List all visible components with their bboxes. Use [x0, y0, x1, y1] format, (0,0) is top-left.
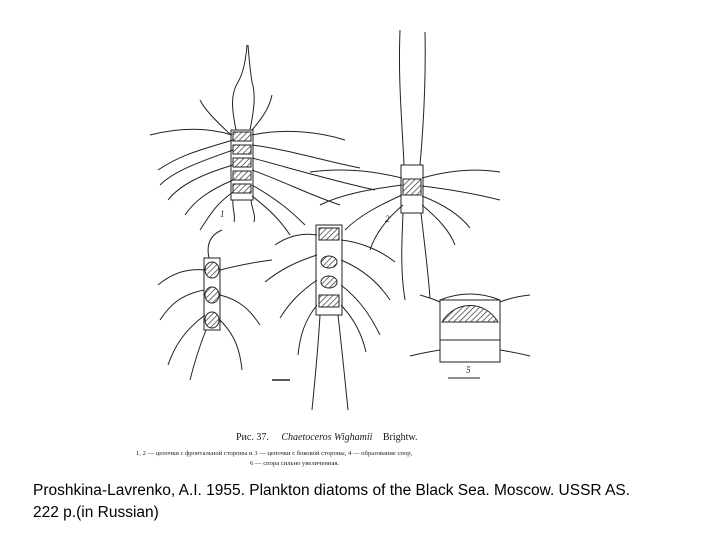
- caption-line-1: Proshkina-Lavrenko, A.I. 1955. Plankton …: [33, 482, 631, 499]
- diatom-chain-2: [309, 29, 501, 301]
- figure-legend-line-1: 1, 2 — цепочки с фронтальной стороны и 3…: [136, 450, 413, 457]
- figure-author: Brightw.: [383, 432, 418, 443]
- figure-number: Рис. 37.: [236, 432, 269, 443]
- diatom-chain-3: [264, 224, 396, 411]
- caption-line-2: 222 p.(in Russian): [33, 504, 159, 521]
- diatom-chain-4: [157, 229, 273, 381]
- figure-legend-line-2: 6 — спора сильно увеличенная.: [250, 460, 339, 467]
- figure-label-5: 5: [466, 365, 471, 375]
- source-caption: Proshkina-Lavrenko, A.I. 1955. Plankton …: [33, 480, 693, 524]
- diatom-plate-illustration: 1 2 5 Рис. 37. Chaetoceros Wighamii Brig…: [136, 29, 531, 467]
- spore-detail-5: [409, 293, 531, 379]
- diatom-chain-1: [149, 44, 376, 236]
- figure-label-1: 1: [220, 209, 225, 219]
- figure-label-2: 2: [385, 214, 390, 224]
- figure-title-line: Рис. 37. Chaetoceros Wighamii Brightw.: [236, 432, 418, 443]
- figure-species: Chaetoceros Wighamii: [281, 432, 372, 443]
